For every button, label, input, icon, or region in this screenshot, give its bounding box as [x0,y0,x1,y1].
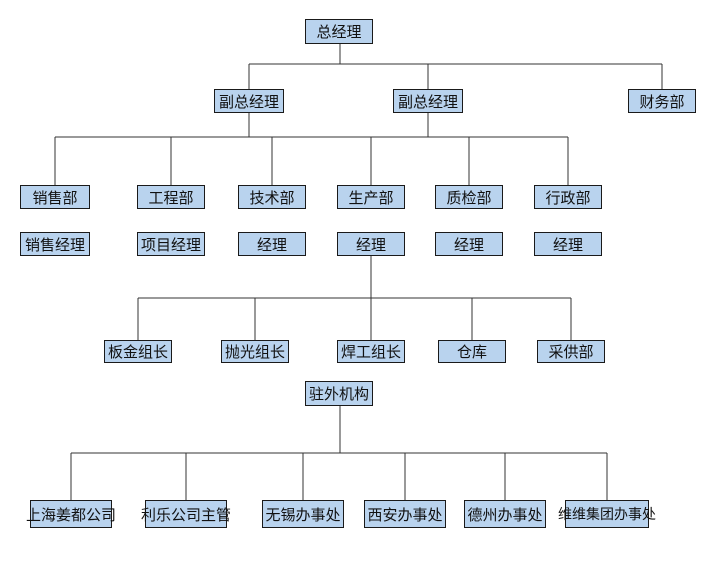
node-xian-office: 西安办事处 [364,500,446,528]
node-resident-offices: 驻外机构 [305,381,373,406]
node-weiwei-office: 维维集团办事处 [558,500,656,528]
node-vice-gm-1: 副总经理 [214,89,284,113]
node-qc-manager: 经理 [435,232,503,256]
node-project-manager: 项目经理 [137,232,205,256]
node-shanghai-company: 上海姜都公司 [26,500,116,528]
node-purchasing: 采供部 [537,340,605,363]
node-finance: 财务部 [628,89,696,113]
node-sales: 销售部 [20,185,90,209]
node-dezhou-office: 德州办事处 [464,500,546,528]
node-qc: 质检部 [435,185,503,209]
node-production-manager: 经理 [337,232,405,256]
node-vice-gm-2: 副总经理 [393,89,463,113]
node-tech: 技术部 [238,185,306,209]
node-sheetmetal-leader: 板金组长 [104,340,172,363]
node-polish-leader: 抛光组长 [221,340,289,363]
node-engineering: 工程部 [137,185,205,209]
node-ceo: 总经理 [305,19,373,44]
node-lile-supervisor: 利乐公司主管 [141,500,231,528]
node-admin: 行政部 [534,185,602,209]
node-admin-manager: 经理 [534,232,602,256]
node-tech-manager: 经理 [238,232,306,256]
node-warehouse: 仓库 [438,340,506,363]
node-wuxi-office: 无锡办事处 [262,500,344,528]
node-welding-leader: 焊工组长 [337,340,405,363]
node-sales-manager: 销售经理 [20,232,90,256]
node-production: 生产部 [337,185,405,209]
